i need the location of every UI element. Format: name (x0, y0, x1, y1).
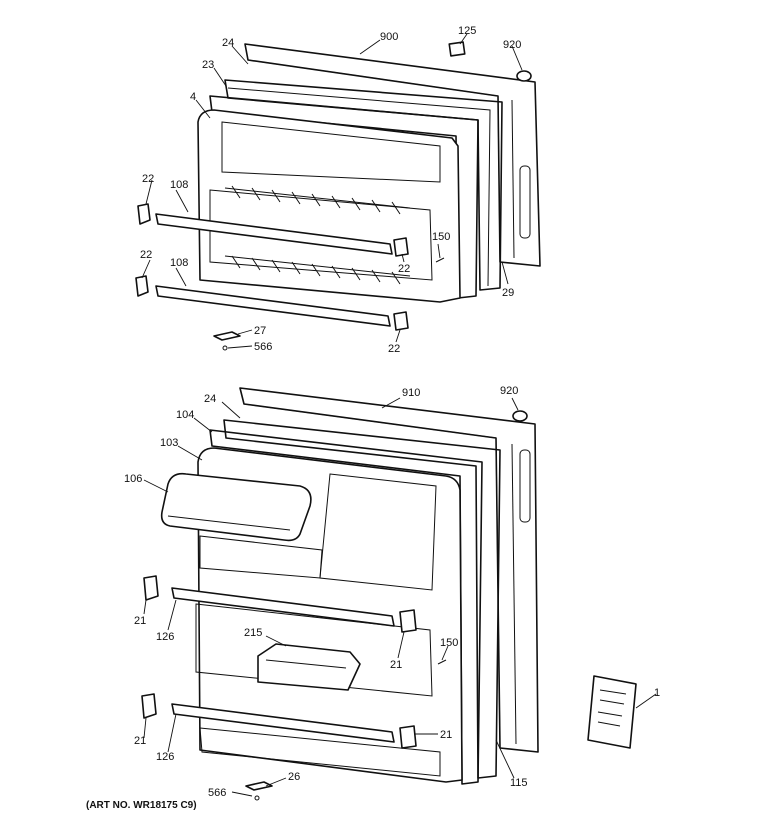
callout-108: 108 (170, 257, 188, 269)
freezer-handle-recess (519, 165, 531, 239)
freezer-bracket-22-right-lower (393, 311, 409, 331)
freezer-shelf-bar-108-lower (155, 285, 391, 327)
freezer-label-125 (448, 41, 466, 57)
callout-22: 22 (398, 263, 410, 275)
callout-115: 115 (510, 777, 528, 789)
callout-4: 4 (190, 91, 196, 103)
callout-22: 22 (140, 249, 152, 261)
fresh-food-shelf-bar-126-lower (171, 703, 395, 743)
leader-lines (141, 33, 657, 797)
fresh-food-hinge-plug-920 (512, 410, 528, 422)
freezer-screw-566 (222, 345, 228, 351)
fresh-food-handle-recess (519, 449, 531, 523)
callout-900: 900 (380, 31, 398, 43)
callout-21: 21 (440, 729, 452, 741)
fresh-food-screw-150 (437, 659, 447, 665)
freezer-shelf-ribs (224, 185, 411, 285)
callout-21: 21 (390, 659, 402, 671)
freezer-door-assembly (135, 41, 541, 351)
callout-23: 23 (202, 59, 214, 71)
callout-27: 27 (254, 325, 266, 337)
fresh-food-bracket-21-right-lower (399, 725, 417, 749)
callout-26: 26 (288, 771, 300, 783)
callout-126: 126 (156, 751, 174, 763)
callout-150: 150 (440, 637, 458, 649)
callout-150: 150 (432, 231, 450, 243)
freezer-hinge-plug-920 (516, 70, 532, 82)
freezer-inner-liner-4 (197, 109, 461, 303)
callout-910: 910 (402, 387, 420, 399)
callout-106: 106 (124, 473, 142, 485)
fresh-food-bracket-21-right-upper (399, 609, 417, 633)
freezer-hinge-27 (213, 331, 241, 341)
callout-108: 108 (170, 179, 188, 191)
callout-29: 29 (502, 287, 514, 299)
owners-manual-1 (587, 675, 637, 749)
callout-920: 920 (500, 385, 518, 397)
callout-24: 24 (204, 393, 216, 405)
fresh-food-liner-104 (209, 429, 483, 785)
callout-126: 126 (156, 631, 174, 643)
callout-22: 22 (388, 343, 400, 355)
callout-920: 920 (503, 39, 521, 51)
freezer-bracket-22-right-upper (393, 237, 409, 257)
callout-21: 21 (134, 735, 146, 747)
freezer-bracket-22-left-upper (137, 203, 151, 225)
fresh-food-door-assembly (141, 387, 539, 801)
freezer-shelf-bar-108-upper (155, 213, 393, 255)
bin-215 (257, 643, 361, 691)
callout-22: 22 (142, 173, 154, 185)
callout-104: 104 (176, 409, 194, 421)
callout-566: 566 (254, 341, 272, 353)
freezer-bracket-22-left-lower (135, 275, 149, 297)
fresh-food-hinge-26 (245, 781, 273, 791)
callout-24: 24 (222, 37, 234, 49)
callout-103: 103 (160, 437, 178, 449)
callout-1: 1 (654, 687, 660, 699)
fresh-food-bracket-21-left-lower (141, 693, 157, 719)
fresh-food-screw-566 (254, 795, 260, 801)
upper-callouts: 900 125 920 24 23 4 22 108 22 108 150 22… (140, 25, 521, 355)
callout-125: 125 (458, 25, 476, 37)
fresh-food-shelf-bar-126-upper (171, 587, 395, 627)
callout-21: 21 (134, 615, 146, 627)
lower-callouts: 910 920 24 104 103 106 21 126 215 150 21… (124, 385, 660, 799)
callout-215: 215 (244, 627, 262, 639)
fresh-food-bracket-21-left-upper (143, 575, 159, 601)
freezer-screw-150 (435, 257, 445, 263)
dairy-door-106 (160, 472, 312, 542)
art-number: (ART NO. WR18175 C9) (86, 800, 197, 811)
callout-566: 566 (208, 787, 226, 799)
